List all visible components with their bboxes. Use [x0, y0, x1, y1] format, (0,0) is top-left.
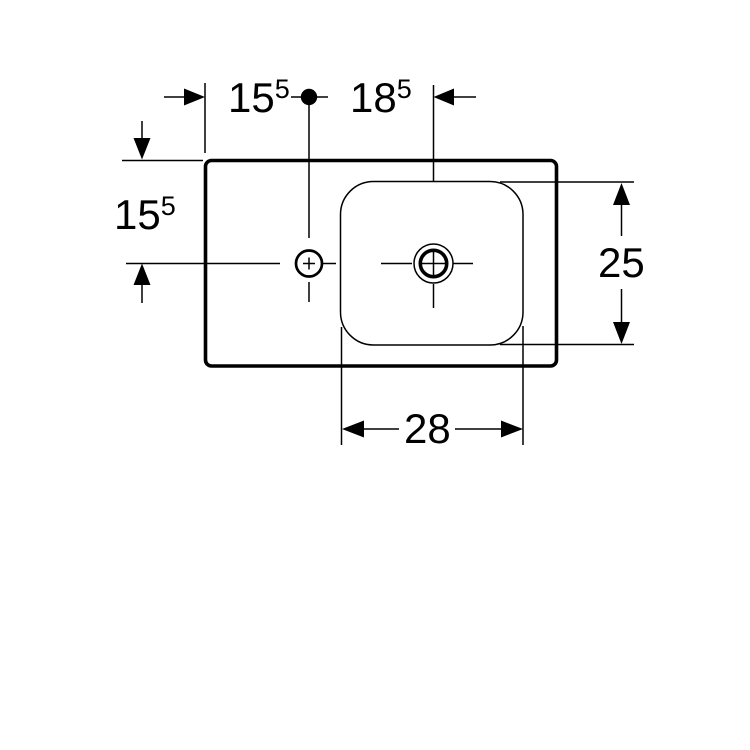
arrow-down-icon [133, 138, 151, 160]
dimension-bottom: 28 [340, 326, 524, 452]
drain-inner-circle [418, 248, 449, 279]
arrow-down-icon [613, 322, 630, 344]
tap-axis-dot [300, 88, 318, 106]
arrow-right-icon [501, 420, 523, 438]
arrow-up-icon [133, 263, 151, 285]
dim-top-right-label: 185 [350, 74, 412, 121]
dim-left-label: 155 [114, 191, 176, 238]
arrow-left-icon [342, 420, 364, 438]
dimension-top-left: 155 [164, 74, 328, 153]
dimension-top-right: 185 [350, 74, 476, 243]
drain-hole [381, 243, 473, 308]
arrow-left-icon [433, 88, 454, 106]
tap-hole [126, 105, 336, 302]
dim-right-label: 25 [598, 239, 645, 286]
dim-bottom-label: 28 [404, 405, 451, 452]
arrow-right-icon [184, 88, 205, 106]
dim-top-left-label: 155 [228, 74, 290, 121]
dimension-left: 155 [114, 121, 203, 303]
arrow-up-icon [613, 183, 630, 205]
